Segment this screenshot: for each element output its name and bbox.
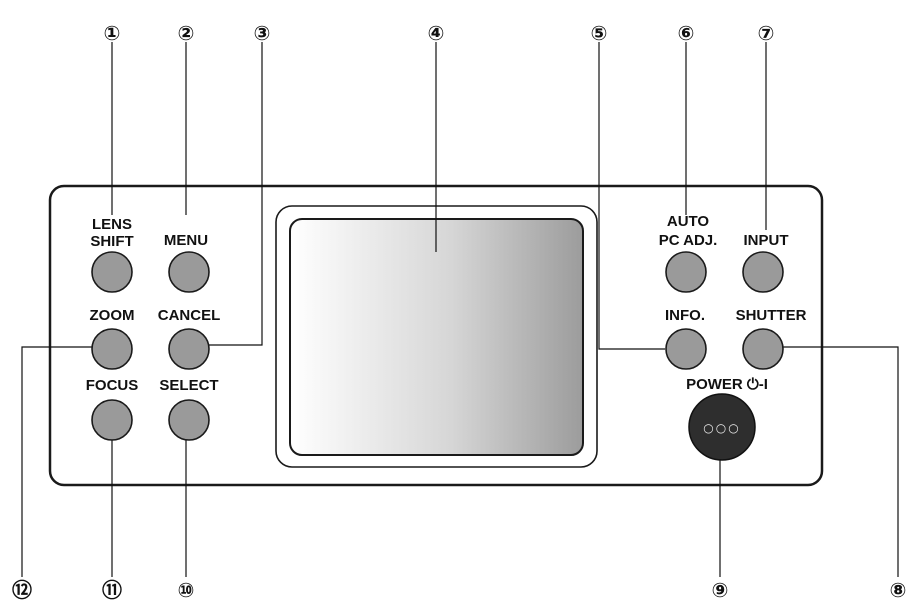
callout-8: ⑧ bbox=[890, 578, 907, 602]
cancel-button[interactable] bbox=[168, 328, 210, 370]
info-label: INFO. bbox=[665, 307, 705, 324]
callout-12: ⑫ bbox=[12, 578, 32, 602]
callout-11: ⑪ bbox=[102, 578, 122, 602]
zoom-button[interactable] bbox=[91, 328, 133, 370]
input-button[interactable] bbox=[742, 251, 784, 293]
cancel-label: CANCEL bbox=[158, 307, 221, 324]
select-button[interactable] bbox=[168, 399, 210, 441]
callout-7: ⑦ bbox=[758, 21, 775, 45]
auto-pc-adj-label-line2: PC ADJ. bbox=[659, 232, 718, 249]
callout-9: ⑨ bbox=[712, 578, 729, 602]
callout-5: ⑤ bbox=[591, 21, 608, 45]
callout-2: ② bbox=[178, 21, 195, 45]
auto-pc-adj-button[interactable] bbox=[665, 251, 707, 293]
power-indicator-dots: ○○○ bbox=[703, 421, 740, 435]
focus-label: FOCUS bbox=[86, 377, 139, 394]
callout-10: ⑩ bbox=[178, 578, 195, 602]
info-button[interactable] bbox=[665, 328, 707, 370]
focus-button[interactable] bbox=[91, 399, 133, 441]
lens-shift-label-line1: LENS bbox=[92, 216, 132, 233]
menu-button[interactable] bbox=[168, 251, 210, 293]
power-label: POWER ⏻-I bbox=[686, 376, 768, 393]
callout-1: ① bbox=[104, 21, 121, 45]
lens-shift-label-line2: SHIFT bbox=[90, 233, 133, 250]
select-label: SELECT bbox=[159, 377, 218, 394]
power-button[interactable] bbox=[688, 393, 756, 461]
leader-line-12 bbox=[21, 346, 101, 577]
shutter-button[interactable] bbox=[742, 328, 784, 370]
auto-pc-adj-label-line1: AUTO bbox=[667, 213, 710, 230]
lcd-screen bbox=[289, 218, 584, 456]
leader-line-8 bbox=[780, 346, 899, 577]
menu-label: MENU bbox=[164, 232, 208, 249]
callout-3: ③ bbox=[254, 21, 271, 45]
zoom-label: ZOOM bbox=[90, 307, 135, 324]
shutter-label: SHUTTER bbox=[736, 307, 807, 324]
input-label: INPUT bbox=[744, 232, 789, 249]
lens-shift-button[interactable] bbox=[91, 251, 133, 293]
callout-6: ⑥ bbox=[678, 21, 695, 45]
leader-line-5 bbox=[598, 42, 665, 350]
leader-line-3 bbox=[205, 42, 263, 346]
callout-4: ④ bbox=[428, 21, 445, 45]
